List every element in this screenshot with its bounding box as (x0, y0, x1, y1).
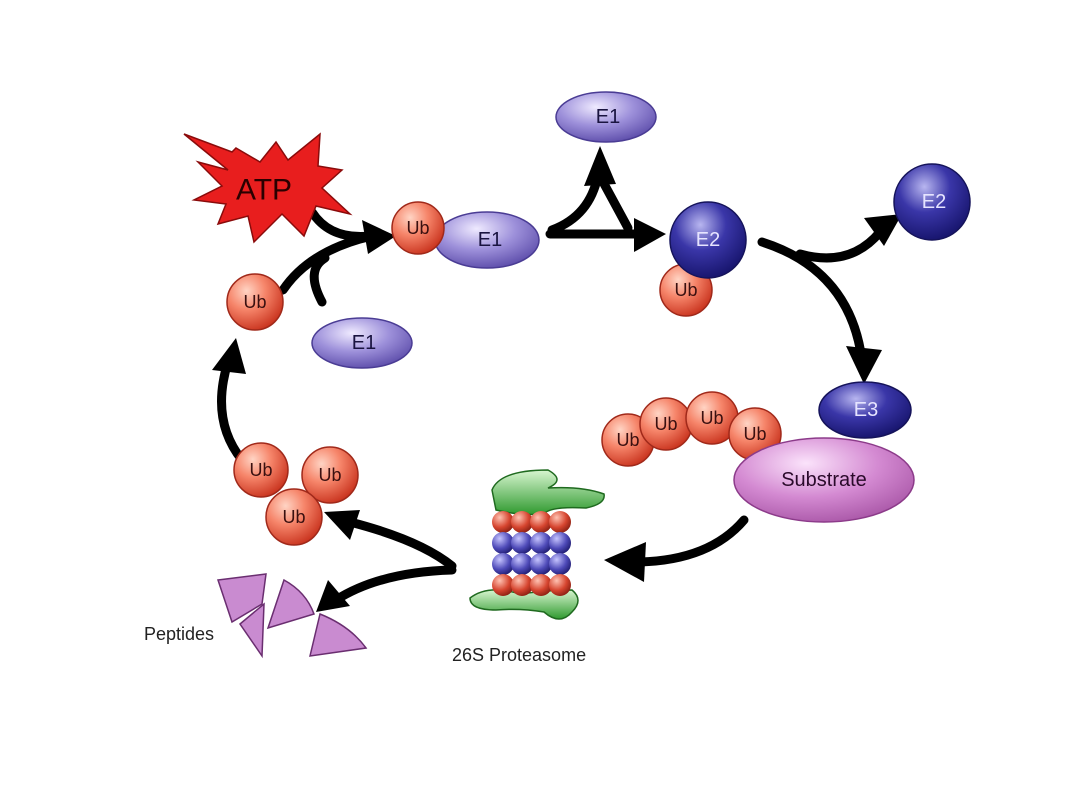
substrate-to-proteasome-arrow (635, 515, 749, 567)
ub-released-cluster: Ub Ub Ub (233, 442, 359, 546)
e1-label: E1 (596, 106, 620, 128)
e2-label: E2 (696, 229, 720, 251)
arrowhead (316, 580, 350, 612)
ub-label: Ub (700, 408, 723, 428)
arrowhead (634, 218, 666, 252)
peptide-fragment (266, 578, 315, 630)
proteasome-top-cap (491, 469, 605, 516)
arrowhead (324, 510, 360, 540)
e2-released: E2 (893, 163, 971, 241)
e1-label: E1 (478, 229, 502, 251)
e2-to-e3-arrow (757, 237, 867, 365)
arrowheads (212, 146, 902, 612)
atp-label: ATP (236, 174, 292, 207)
e1-release-return (597, 175, 633, 233)
ub-label: Ub (282, 507, 305, 527)
e2-ub-complex: Ub E2 (659, 201, 747, 317)
peptides-label: Peptides (144, 624, 214, 644)
e1-released: E1 (555, 91, 657, 143)
peptide-fragment (238, 602, 265, 659)
arrowhead (212, 338, 246, 374)
proteasome-to-ub-arrow (345, 517, 457, 571)
free-e1-arrow (309, 253, 330, 307)
peptide-fragment (216, 573, 267, 624)
ub-free: Ub (226, 273, 284, 331)
arrowhead (362, 220, 396, 254)
ub-e1-complex: E1 Ub (391, 201, 540, 269)
atp-burst: ATP (183, 132, 353, 244)
e2-label: E2 (922, 191, 946, 213)
ub-label: Ub (249, 460, 272, 480)
arrows (217, 170, 885, 605)
arrowhead (584, 146, 616, 186)
e1-label: E1 (352, 332, 376, 354)
e3-label: E3 (854, 399, 878, 421)
ub-label: Ub (243, 292, 266, 312)
substrate-label: Substrate (781, 469, 867, 491)
peptides (216, 573, 368, 659)
ub-to-e1-arrow (278, 231, 377, 295)
proteasome-to-peptides-arrow (331, 565, 457, 605)
arrowhead (864, 214, 902, 246)
e3-substrate-complex: E3 Ub Ub Ub Ub Substrate (601, 381, 915, 523)
peptide-fragment (309, 612, 368, 657)
ub-label: Ub (654, 414, 677, 434)
ub-label: Ub (743, 424, 766, 444)
proteasome-label: 26S Proteasome (452, 645, 586, 665)
proteasome (469, 469, 605, 620)
arrowhead (604, 542, 646, 582)
ub-label: Ub (616, 430, 639, 450)
e2-release-arrow (795, 227, 885, 263)
ub-label: Ub (674, 280, 697, 300)
ub-recycle-arrow (217, 357, 247, 465)
ub-label: Ub (406, 218, 429, 238)
arrowhead (846, 346, 882, 384)
proteasome-core (492, 511, 571, 596)
e1-free: E1 (311, 317, 413, 369)
atp-join-arrow (307, 207, 375, 241)
ub-label: Ub (318, 465, 341, 485)
